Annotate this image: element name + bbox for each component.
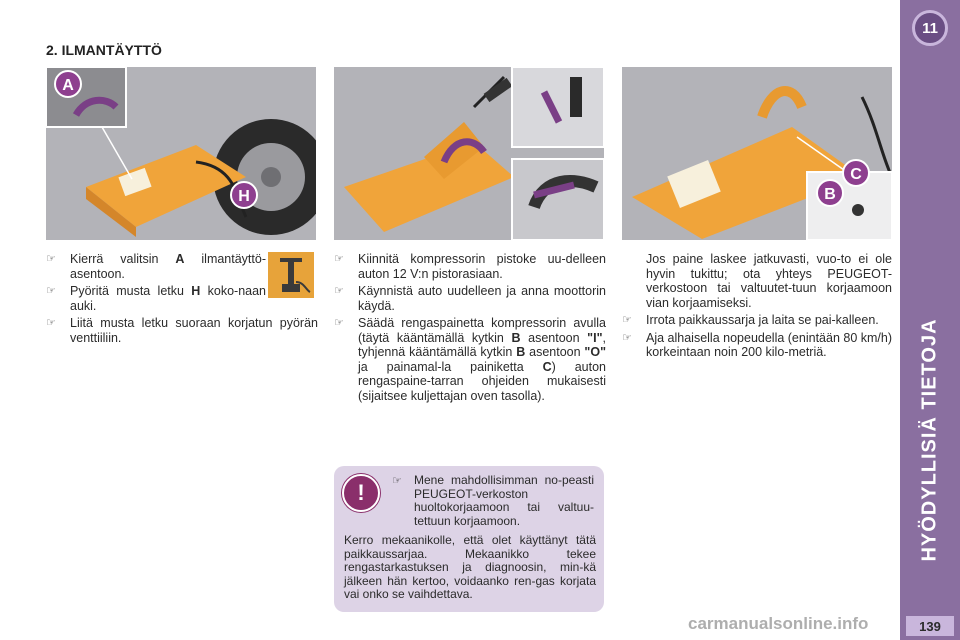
pointing-hand-icon: ☞	[334, 316, 344, 329]
illustration-adjust-pressure: B C	[622, 67, 892, 240]
instructions-column-3: Jos paine laskee jatkuvasti, vuo-to ei o…	[622, 252, 892, 363]
notice-body: Kerro mekaanikolle, että olet käyttänyt …	[344, 533, 596, 601]
pointing-hand-icon: ☞	[334, 284, 344, 297]
list-item: ☞ Kierrä valitsin A ilmantäyttö-asentoon…	[46, 252, 266, 281]
callout-a: A	[62, 77, 74, 94]
illustration-inflation-selector: A H	[46, 67, 316, 240]
illustration-plug-compressor	[334, 67, 604, 240]
list-item: ☞ Irrota paikkaussarja ja laita se pai-k…	[622, 313, 879, 327]
list-item: ☞ Säädä rengaspainetta kompressorin avul…	[334, 316, 606, 403]
instructions-column-2: ☞ Kiinnitä kompressorin pistoke uu-delle…	[334, 252, 606, 406]
list-item: ☞ Liitä musta letku suoraan korjatun pyö…	[46, 316, 318, 345]
warning-notice-box: ! ☞ Mene mahdollisimman no-peasti PEUGEO…	[334, 466, 604, 612]
list-item: ☞ Käynnistä auto uudelleen ja anna moott…	[334, 284, 606, 313]
pointing-hand-icon: ☞	[392, 474, 402, 487]
list-item: ☞ Pyöritä musta letku H koko-naan auki.	[46, 284, 266, 313]
exclamation-warning-icon: !	[342, 474, 380, 512]
pointing-hand-icon: ☞	[622, 313, 632, 326]
chapter-side-tab	[900, 0, 960, 640]
section-title: 2. ILMANTÄYTTÖ	[46, 42, 162, 58]
paragraph: Jos paine laskee jatkuvasti, vuo-to ei o…	[646, 252, 892, 310]
watermark: carmanualsonline.info	[688, 614, 869, 633]
pointing-hand-icon: ☞	[622, 330, 632, 344]
pointing-hand-icon: ☞	[46, 316, 56, 329]
callout-h: H	[238, 188, 250, 205]
chapter-number-badge: 11	[912, 10, 948, 46]
list-item: ☞ Kiinnitä kompressorin pistoke uu-delle…	[334, 252, 606, 281]
pointing-hand-icon: ☞	[46, 252, 56, 265]
tire-pump-icon	[268, 252, 314, 298]
callout-b: B	[824, 186, 836, 203]
pointing-hand-icon: ☞	[46, 284, 56, 297]
pointing-hand-icon: ☞	[334, 252, 344, 265]
callout-c: C	[850, 166, 862, 183]
page-number: 139	[906, 616, 954, 636]
chapter-title: HYÖDYLLISIÄ TIETOJA	[918, 318, 941, 562]
list-item: ☞ Aja alhaisella nopeudella (enintään 80…	[622, 330, 892, 360]
instructions-column-1: ☞ Kierrä valitsin A ilmantäyttö-asentoon…	[46, 252, 318, 348]
notice-bullet: ☞ Mene mahdollisimman no-peasti PEUGEOT-…	[392, 473, 594, 528]
